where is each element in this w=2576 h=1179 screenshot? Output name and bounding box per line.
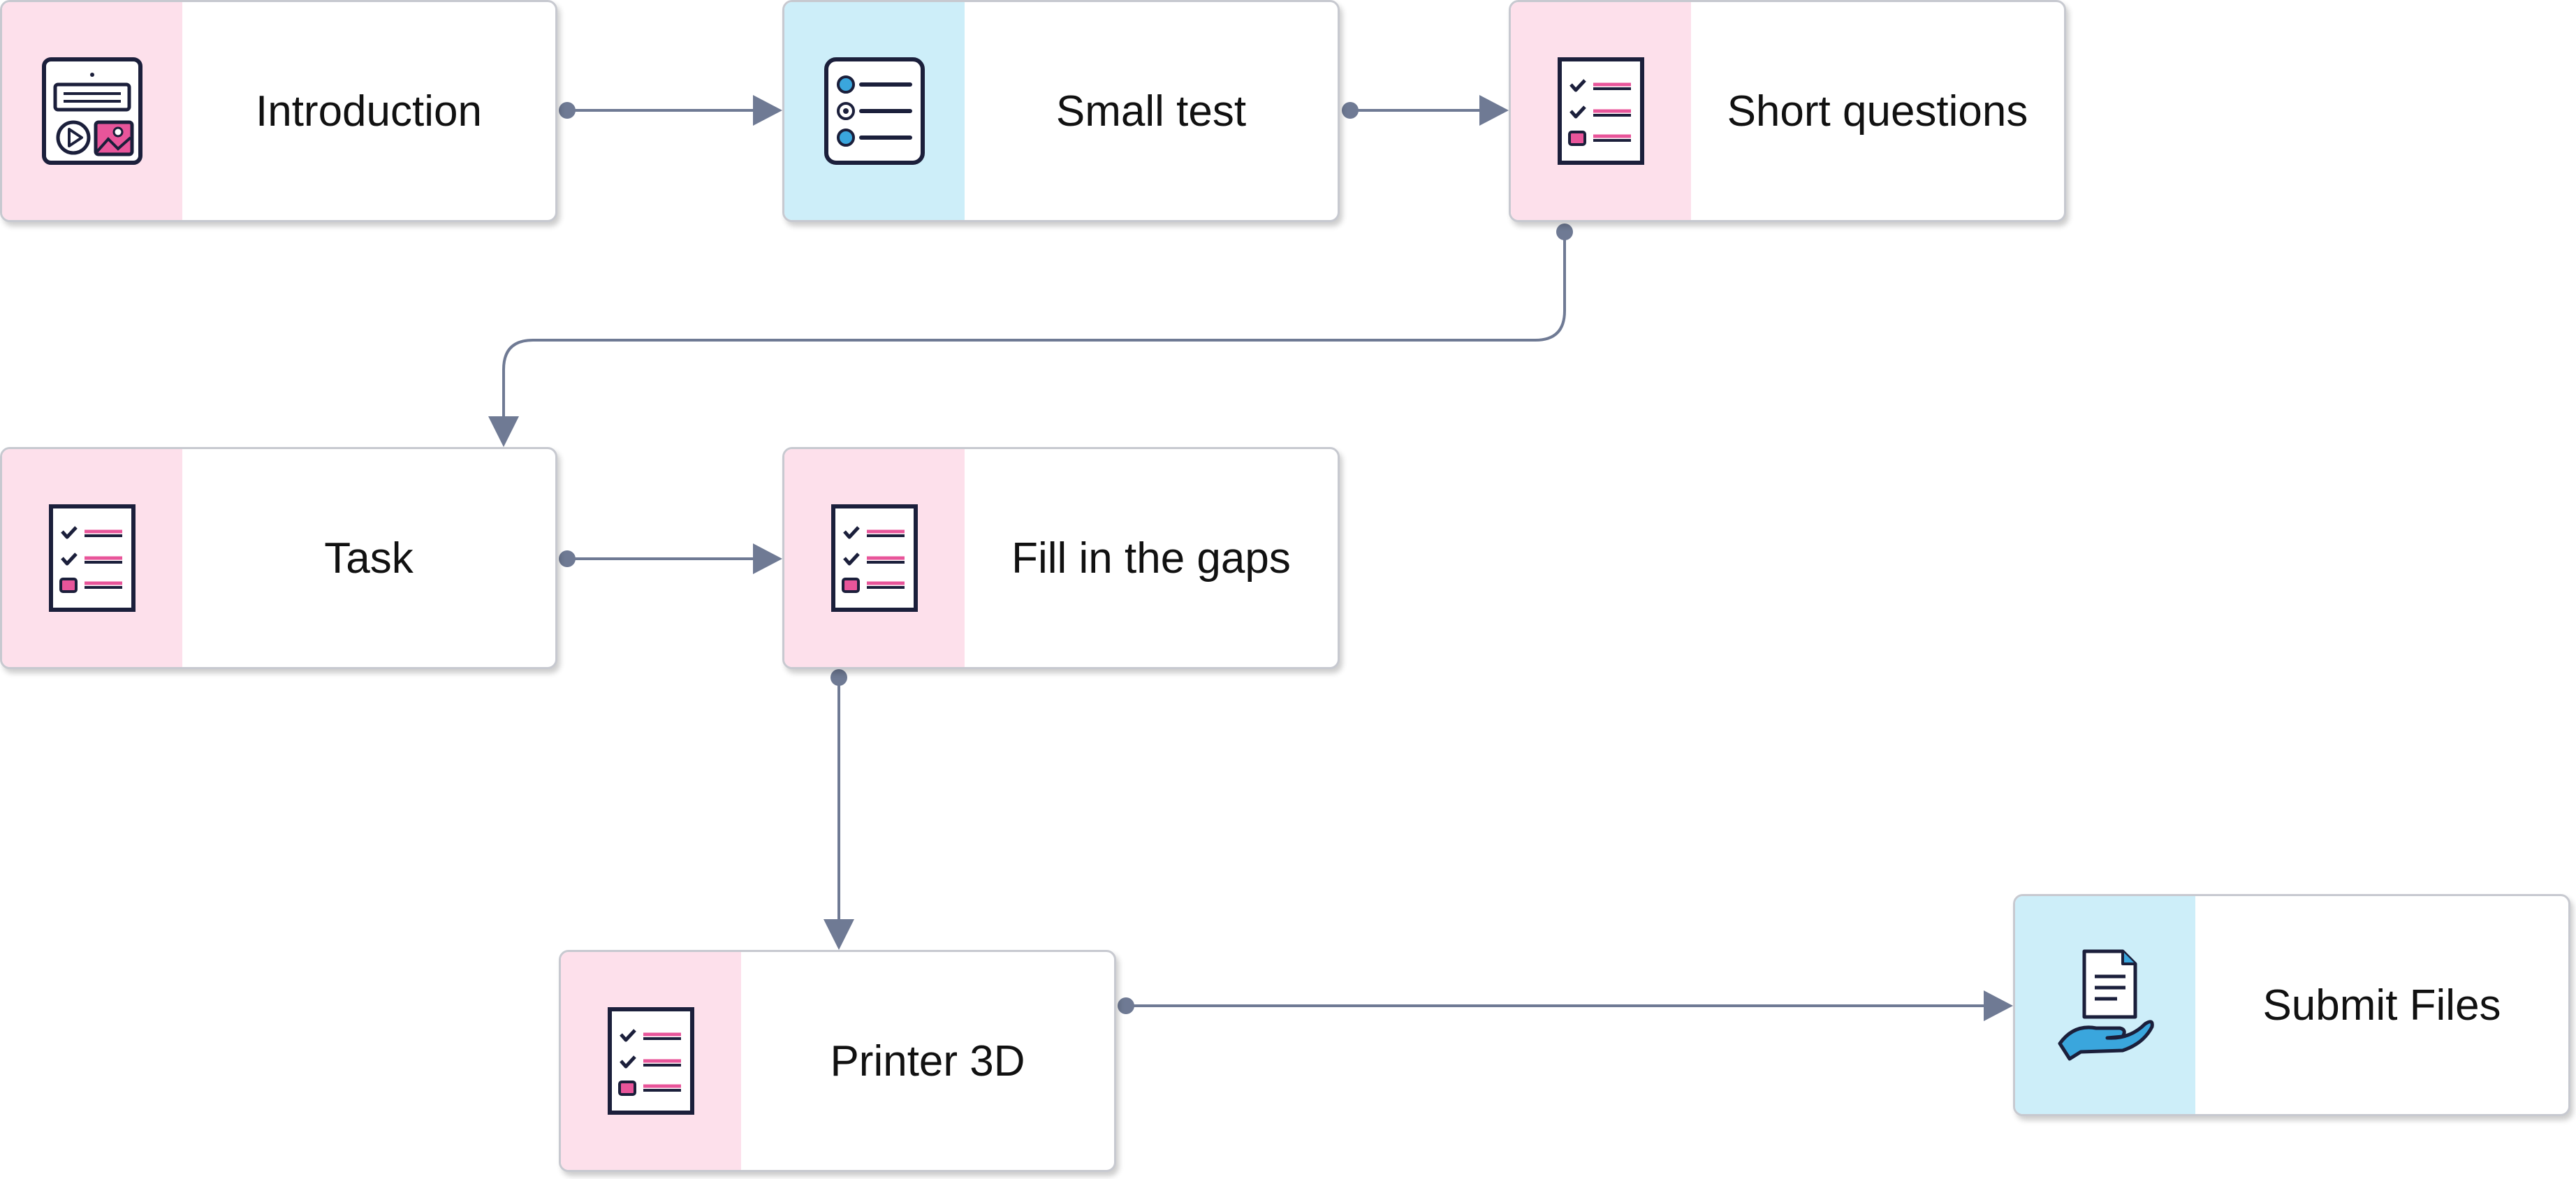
node-label: Printer 3D <box>830 1037 1025 1085</box>
checklist-icon <box>47 502 138 614</box>
node-icon-strip <box>2 2 182 220</box>
edge-arrowhead <box>753 543 782 574</box>
node-label: Introduction <box>256 87 482 136</box>
node-icon-strip <box>2015 896 2195 1114</box>
node-label: Small test <box>1055 87 1247 136</box>
checklist-icon <box>1556 55 1646 167</box>
node-short-questions[interactable]: Short questions <box>1509 0 2066 222</box>
edge-source-dot <box>559 550 576 567</box>
hand-document-icon <box>2053 946 2158 1064</box>
node-icon-strip <box>1511 2 1691 220</box>
node-icon-strip <box>2 449 182 667</box>
checklist-icon <box>829 502 920 614</box>
media-board-icon <box>40 55 145 167</box>
edge-source-dot <box>1556 224 1573 240</box>
node-task[interactable]: Task <box>0 447 557 669</box>
node-icon-strip <box>784 449 965 667</box>
node-introduction[interactable]: Introduction <box>0 0 557 222</box>
radio-list-icon <box>822 55 927 167</box>
edge-arrowhead <box>1984 990 2013 1021</box>
edge-arrowhead <box>753 95 782 126</box>
node-fill-in-the-gaps[interactable]: Fill in the gaps <box>782 447 1340 669</box>
node-icon-strip <box>561 952 741 1170</box>
edge-arrowhead <box>824 919 854 950</box>
node-printer-3d[interactable]: Printer 3D <box>559 950 1116 1172</box>
edge-arrowhead <box>1479 95 1509 126</box>
edge-arrowhead <box>488 416 519 447</box>
edge-source-dot <box>830 669 847 686</box>
node-label: Submit Files <box>2262 981 2501 1030</box>
node-submit-files[interactable]: Submit Files <box>2013 894 2570 1116</box>
node-small-test[interactable]: Small test <box>782 0 1340 222</box>
edge-source-dot <box>1342 102 1359 119</box>
node-icon-strip <box>784 2 965 220</box>
edge-source-dot <box>1118 997 1134 1014</box>
edge-source-dot <box>559 102 576 119</box>
checklist-icon <box>606 1005 696 1117</box>
node-label: Short questions <box>1727 87 2028 136</box>
node-label: Task <box>324 534 414 583</box>
edge-short-questions-task <box>502 232 1566 418</box>
node-label: Fill in the gaps <box>1011 534 1291 583</box>
